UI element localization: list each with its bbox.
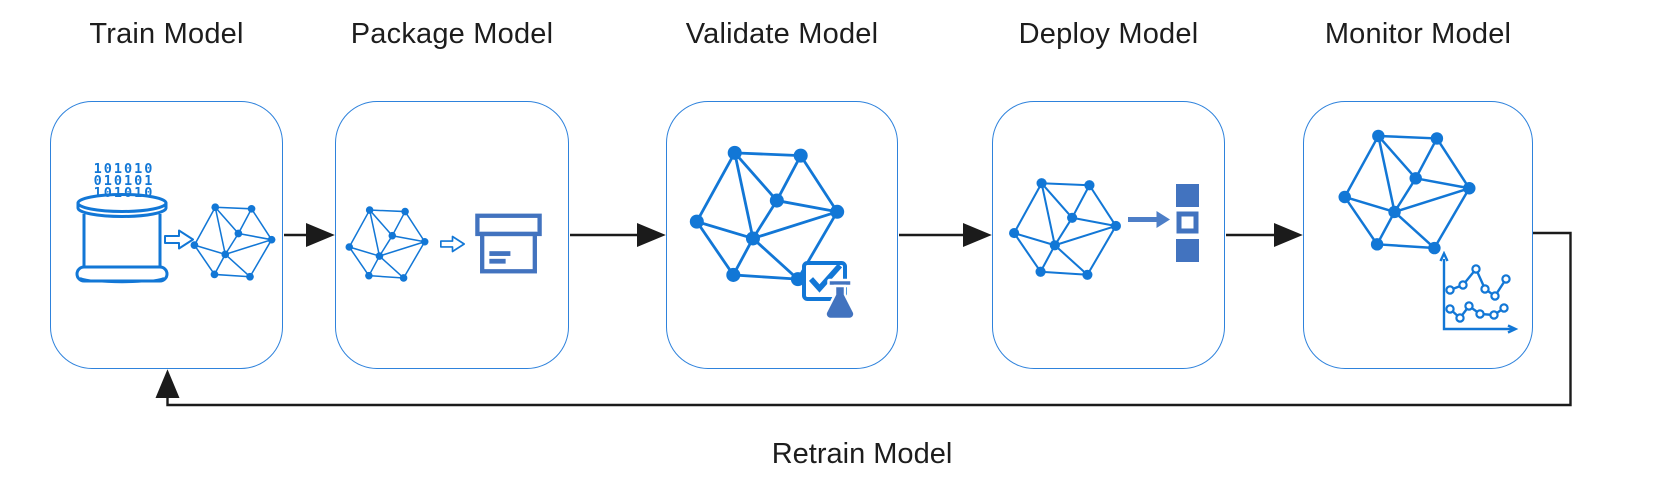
flask-icon — [824, 278, 856, 321]
stage-title-package-model: Package Model — [350, 18, 554, 50]
network-graph-icon — [189, 202, 277, 282]
checkmark-flask-icon — [802, 261, 856, 321]
stage-box-train-model: 101010 010101 101010 — [50, 101, 283, 369]
network-graph-icon — [1008, 177, 1122, 281]
stage-title-train-model: Train Model — [89, 18, 244, 50]
retrain-feedback-loop-arrow — [155, 231, 1572, 407]
arrow-right-solid-icon — [1128, 211, 1170, 228]
stage-title-monitor-model: Monitor Model — [1324, 18, 1512, 50]
package-box-icon — [475, 213, 542, 274]
stage-box-deploy-model — [992, 101, 1225, 369]
stage-box-monitor-model — [1303, 101, 1533, 369]
binary-data-text: 101010 010101 101010 — [93, 161, 155, 201]
arrow-right-outline-icon — [440, 235, 465, 253]
stacked-squares-icon — [1176, 184, 1199, 262]
stage-box-package-model — [335, 101, 569, 369]
network-graph-icon — [1337, 128, 1477, 256]
network-graph-icon — [344, 205, 430, 283]
database-icon — [75, 193, 169, 284]
stage-box-validate-model — [666, 101, 898, 369]
stage-title-deploy-model: Deploy Model — [1018, 18, 1199, 50]
arrow-right-outline-icon — [164, 229, 194, 250]
retrain-label: Retrain Model — [771, 438, 953, 470]
stage-title-validate-model: Validate Model — [685, 18, 879, 50]
line-chart-icon — [1439, 251, 1519, 334]
